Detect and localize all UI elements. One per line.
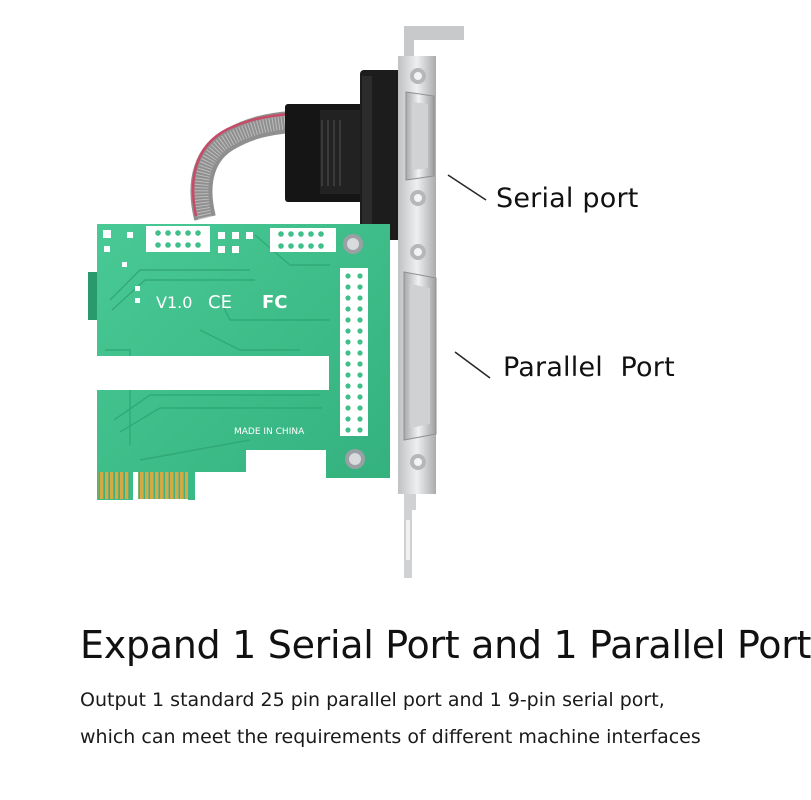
- serial-connector-body: [285, 70, 402, 240]
- gold-fingers-left: [98, 472, 130, 499]
- product-figure: V1.0 CE FC MADE IN CHINA: [88, 26, 491, 578]
- version-marking: V1.0: [156, 293, 192, 312]
- pcb-board: V1.0 CE FC MADE IN CHINA: [88, 224, 390, 500]
- ce-marking: CE: [208, 292, 232, 313]
- made-in-marking: MADE IN CHINA: [234, 427, 305, 437]
- parallel-port-db25: [403, 244, 437, 470]
- fc-marking: FC: [262, 292, 288, 313]
- serial-callout-line: [447, 174, 487, 201]
- ribbon-cable: [190, 111, 292, 221]
- headline: Expand 1 Serial Port and 1 Parallel Port: [80, 623, 811, 667]
- parallel-callout-line: [454, 351, 491, 379]
- blank-label-sticker: [97, 356, 329, 390]
- description-line-2: which can meet the requirements of diffe…: [80, 726, 701, 748]
- gold-fingers-right: [138, 472, 188, 499]
- description-line-1: Output 1 standard 25 pin parallel port a…: [80, 689, 665, 711]
- parallel-port-label: Parallel Port: [503, 352, 675, 383]
- serial-port-label: Serial port: [496, 183, 639, 214]
- serial-port-db9: [405, 68, 435, 206]
